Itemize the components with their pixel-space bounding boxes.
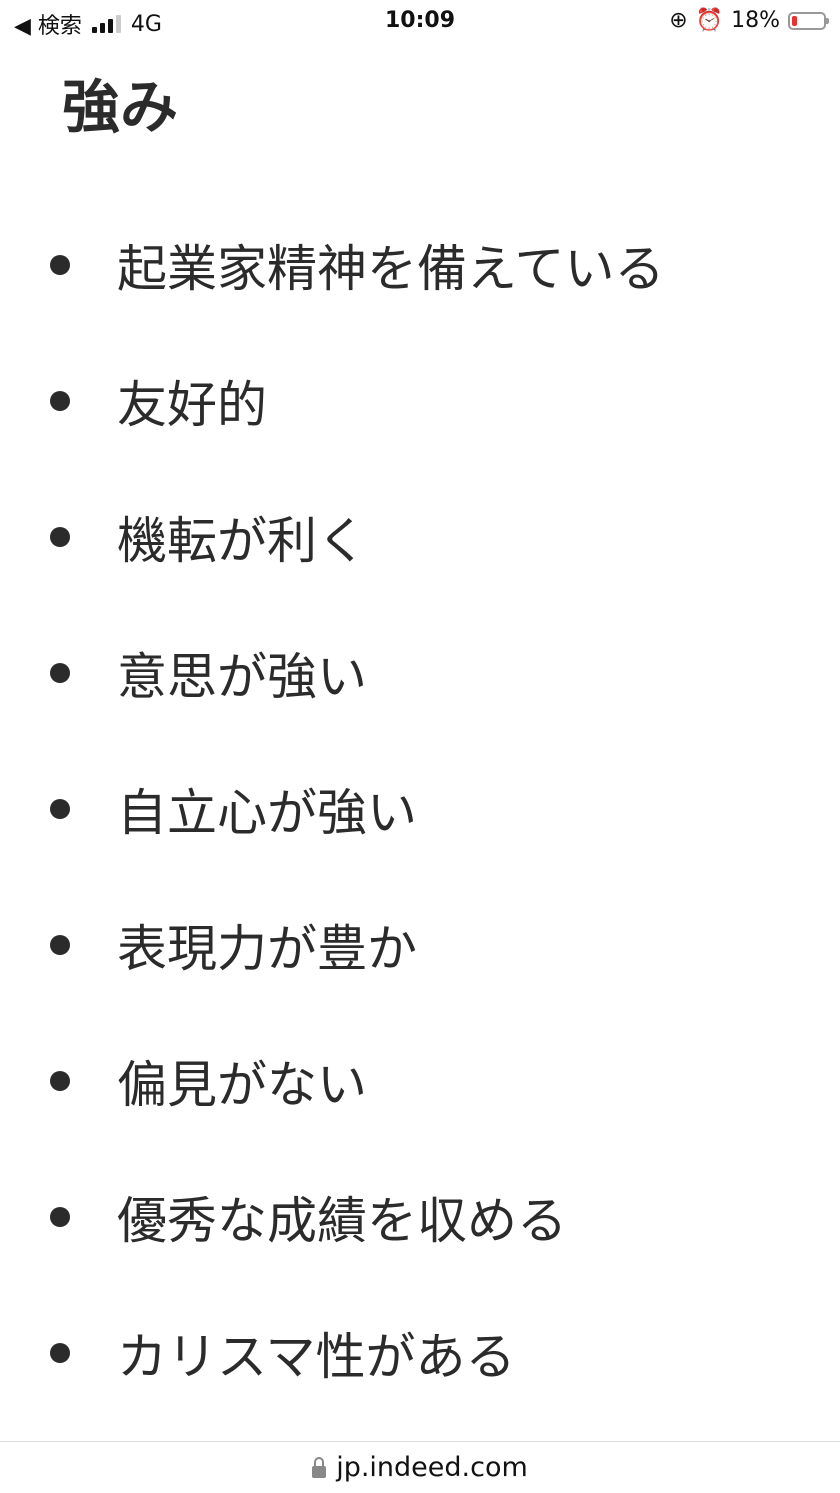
bullet-icon — [50, 799, 70, 819]
list-item: 友好的 — [0, 333, 840, 469]
list-item: 優秀な成績を収める — [0, 1149, 840, 1285]
list-item: 機転が利く — [0, 469, 840, 605]
bullet-icon — [50, 255, 70, 275]
bullet-icon — [50, 935, 70, 955]
list-item-text: 機転が利く — [117, 512, 367, 570]
battery-percent: 18% — [731, 8, 780, 33]
network-type: 4G — [130, 11, 162, 37]
url-text[interactable]: jp.indeed.com — [336, 1452, 528, 1483]
bullet-icon — [50, 1207, 70, 1227]
bullet-icon — [50, 1343, 70, 1363]
signal-icon — [91, 15, 121, 33]
battery-fill — [792, 15, 797, 26]
bullet-icon — [50, 527, 70, 547]
list-item-text: 起業家精神を備えている — [117, 240, 665, 298]
status-bar: ◀ 検索 4G 10:09 ⊕ ⏰ 18% — [0, 0, 840, 44]
alarm-icon: ⏰ — [695, 8, 724, 33]
list-item-text: 偏見がない — [117, 1056, 367, 1114]
list-item-text: 優秀な成績を収める — [117, 1192, 567, 1250]
bullet-icon — [50, 663, 70, 683]
list-item: 表現力が豊か — [0, 877, 840, 1013]
lock-icon — [312, 1456, 327, 1478]
rotation-lock-icon: ⊕ — [669, 8, 688, 33]
list-item-text: 友好的 — [117, 376, 267, 434]
page-title: 強み — [62, 73, 179, 141]
battery-icon — [788, 11, 829, 30]
list-item: 意思が強い — [0, 605, 840, 741]
list-item: カリスマ性がある — [0, 1285, 840, 1421]
url-bar[interactable]: jp.indeed.com — [0, 1441, 840, 1493]
list-item-text: 自立心が強い — [117, 784, 417, 842]
list-item: 偏見がない — [0, 1013, 840, 1149]
list-item-text: カリスマ性がある — [117, 1328, 516, 1386]
list-item: 起業家精神を備えている — [0, 197, 840, 333]
bullet-icon — [50, 1071, 70, 1091]
list-item-text: 表現力が豊か — [117, 920, 417, 978]
clock: 10:09 — [384, 8, 456, 33]
strengths-list: 起業家精神を備えている友好的機転が利く意思が強い自立心が強い表現力が豊か偏見がな… — [0, 197, 840, 1421]
bullet-icon — [50, 391, 70, 411]
back-to-search-link[interactable]: ◀ 検索 — [14, 14, 82, 39]
list-item-text: 意思が強い — [117, 648, 367, 706]
list-item: 自立心が強い — [0, 741, 840, 877]
